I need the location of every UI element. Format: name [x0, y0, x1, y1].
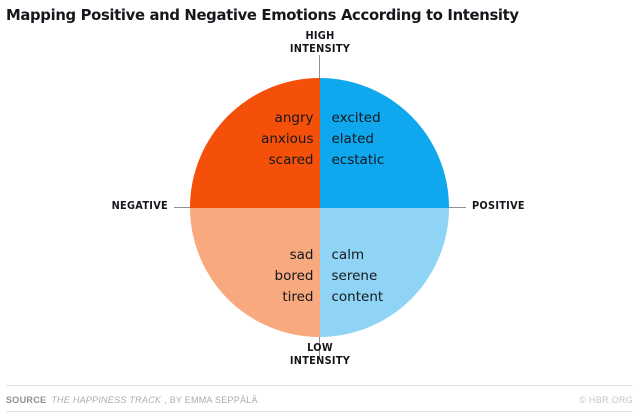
axis-label-line: INTENSITY — [289, 43, 351, 55]
axis-tick-positive — [448, 207, 466, 208]
emotion-word: bored — [274, 267, 314, 284]
quadrant-low-negative: sad bored tired — [190, 207, 320, 337]
emotion-word: ecstatic — [331, 152, 385, 169]
footer-divider-bottom — [6, 411, 633, 412]
axis-tick-low-intensity — [319, 337, 320, 360]
emotion-word: content — [331, 288, 384, 305]
source-work-title: THE HAPPINESS TRACK — [51, 395, 162, 405]
emotion-word: excited — [331, 110, 381, 127]
emotion-word: serene — [331, 267, 378, 284]
axis-label-line: LOW — [307, 342, 333, 354]
axis-label-high-intensity: HIGH INTENSITY — [254, 30, 386, 56]
source-line: SOURCE THE HAPPINESS TRACK , BY EMMA SEP… — [6, 395, 258, 405]
axis-label-line: INTENSITY — [289, 355, 351, 367]
axis-label-negative: NEGATIVE — [111, 200, 168, 212]
emotion-word: calm — [331, 246, 365, 263]
emotion-word: angry — [274, 110, 314, 127]
chart-plot-area: angry anxious scared excited elated ecst… — [0, 30, 639, 380]
emotion-word: anxious — [261, 131, 314, 148]
axis-tick-high-intensity — [319, 55, 320, 79]
quadrant-high-negative: angry anxious scared — [190, 78, 320, 208]
credit-hbr: © HBR.ORG — [579, 395, 633, 405]
title-bar: Mapping Positive and Negative Emotions A… — [0, 0, 639, 30]
emotion-word: scared — [268, 152, 314, 169]
page-title: Mapping Positive and Negative Emotions A… — [6, 6, 519, 24]
emotion-quadrant-wheel: angry anxious scared excited elated ecst… — [190, 78, 449, 337]
axis-tick-negative — [174, 207, 192, 208]
source-author: , BY EMMA SEPPÄLÄ — [164, 395, 258, 405]
axis-label-positive: POSITIVE — [472, 200, 525, 212]
emotion-word: tired — [282, 288, 314, 305]
footer-divider-top — [6, 385, 633, 386]
axis-label-low-intensity: LOW INTENSITY — [254, 342, 386, 368]
emotion-word: sad — [289, 246, 314, 263]
footer: SOURCE THE HAPPINESS TRACK , BY EMMA SEP… — [6, 391, 633, 409]
emotion-word: elated — [331, 131, 375, 148]
quadrant-high-positive: excited elated ecstatic — [319, 78, 449, 208]
source-kicker: SOURCE — [6, 395, 47, 405]
quadrant-low-positive: calm serene content — [319, 207, 449, 337]
axis-label-line: HIGH — [305, 30, 335, 42]
